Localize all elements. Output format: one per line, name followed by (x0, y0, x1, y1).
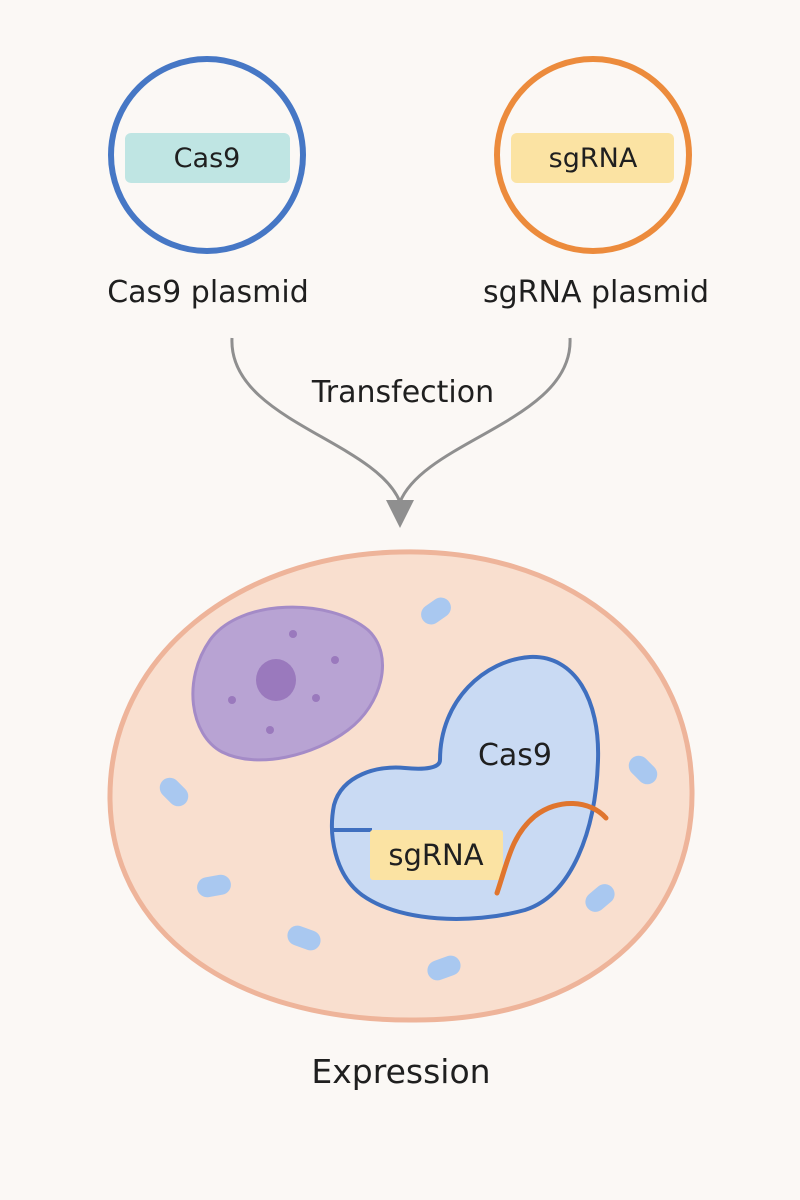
nucleus (191, 605, 384, 762)
sgrna-plasmid-ring (494, 56, 692, 254)
cell: Cas9 sgRNA (107, 549, 695, 1023)
chromatin-dot (312, 694, 320, 702)
chromatin-dot (228, 696, 236, 704)
arrow-head (386, 500, 414, 528)
cas9-plasmid-ring (108, 56, 306, 254)
transfection-arrows (230, 337, 572, 528)
transfection-label: Transfection (311, 375, 494, 410)
expression-label: Expression (311, 1052, 490, 1091)
cas9-sgrna-complex: Cas9 sgRNA (330, 654, 609, 921)
chromatin-dot (266, 726, 274, 734)
vesicles (159, 597, 658, 981)
vesicle (197, 874, 231, 898)
vesicle (287, 925, 321, 951)
sgrna-guide-label: sgRNA (388, 838, 483, 872)
vesicle (159, 777, 189, 807)
nucleolus (256, 659, 296, 701)
cas9-plasmid: Cas9 (108, 56, 306, 254)
left-arrow-line (230, 337, 402, 503)
vesicle (628, 755, 658, 785)
sgrna-gene-label: sgRNA (549, 143, 638, 174)
cas9-gene-box (125, 133, 290, 183)
sgrna-plasmid-caption: sgRNA plasmid (483, 275, 709, 310)
right-arrow-line (398, 337, 572, 503)
vesicle (421, 597, 451, 625)
cas9-plasmid-caption: Cas9 plasmid (107, 275, 309, 310)
sgrna-plasmid: sgRNA (494, 56, 692, 254)
sgrna-strand (494, 801, 609, 896)
chromatin-dot (331, 656, 339, 664)
cas9-protein-label: Cas9 (478, 738, 552, 773)
sgrna-gene-box (511, 133, 674, 183)
chromatin-dot (289, 630, 297, 638)
vesicle (427, 955, 461, 981)
vesicle (585, 884, 615, 912)
sgrna-guide-box (370, 830, 503, 880)
cas9-gene-label: Cas9 (174, 143, 241, 174)
